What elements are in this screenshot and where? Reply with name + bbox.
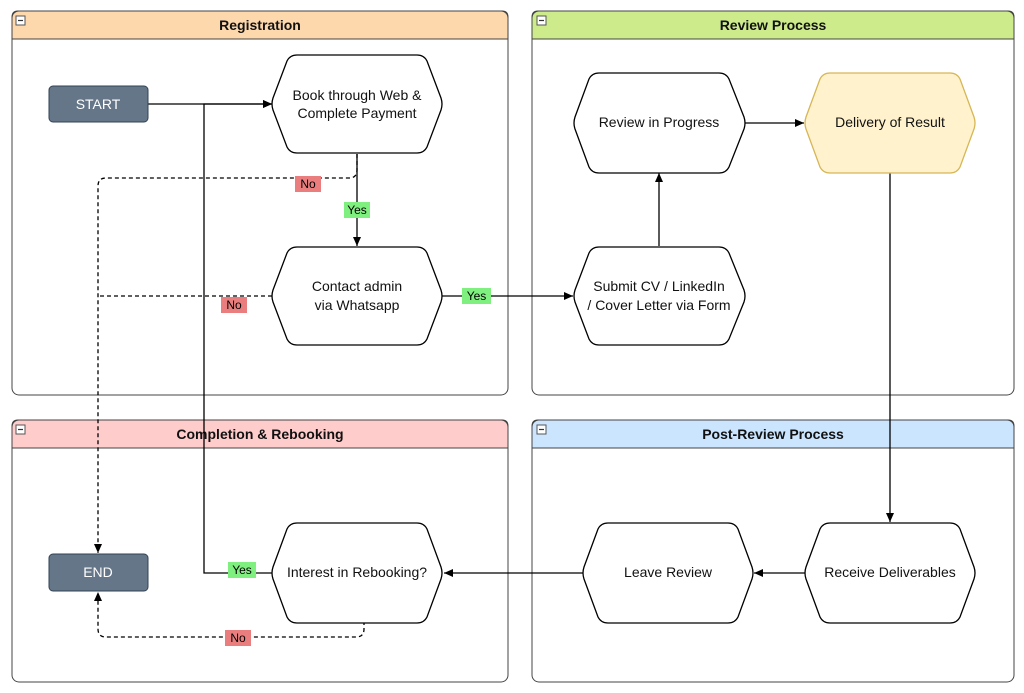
lane-completion-rebooking: Completion & Rebooking <box>11 419 509 683</box>
lane-post-review: Post-Review Process <box>531 419 1015 683</box>
lane-frame-post-review <box>531 419 1015 683</box>
lane-frame-review <box>531 10 1015 396</box>
delivery-label: Delivery of Result <box>835 114 945 130</box>
edge-label-contact-yes: Yes <box>462 288 491 304</box>
lane-frame-registration <box>11 10 509 396</box>
submit-label-line2: / Cover Letter via Form <box>587 297 730 313</box>
edge-label-book-no-text: No <box>300 177 316 191</box>
book-through-web-node[interactable]: Book through Web & Complete Payment <box>271 54 443 154</box>
start-label: START <box>76 96 121 112</box>
contact-admin-node[interactable]: Contact admin via Whatsapp <box>271 246 443 346</box>
collapse-icon[interactable] <box>536 15 547 26</box>
edge-label-book-no: No <box>295 176 321 192</box>
edge-label-rebook-yes-text: Yes <box>232 563 252 577</box>
edge-label-contact-yes-text: Yes <box>467 289 487 303</box>
edge-label-contact-no: No <box>221 297 247 313</box>
review-in-progress-node[interactable]: Review in Progress <box>573 72 746 174</box>
lane-frame-completion <box>11 419 509 683</box>
lane-title-review: Review Process <box>720 17 827 33</box>
delivery-of-result-node[interactable]: Delivery of Result <box>804 72 976 174</box>
edge-label-book-yes-text: Yes <box>347 203 367 217</box>
receive-label: Receive Deliverables <box>824 564 956 580</box>
edge-label-contact-no-text: No <box>226 298 242 312</box>
book-label-line2: Complete Payment <box>297 105 416 121</box>
leave-review-node[interactable]: Leave Review <box>582 522 754 624</box>
edge-rebook-yes-to-book <box>203 100 272 574</box>
contact-label-line1: Contact admin <box>312 278 402 294</box>
submit-label-line1: Submit CV / LinkedIn <box>593 278 725 294</box>
interest-in-rebooking-node[interactable]: Interest in Rebooking? <box>271 522 443 624</box>
edge-label-rebook-yes: Yes <box>228 562 256 578</box>
edge-label-rebook-no: No <box>225 630 251 646</box>
collapse-icon[interactable] <box>15 15 26 26</box>
rebooking-label: Interest in Rebooking? <box>287 564 427 580</box>
lane-registration: Registration <box>11 10 509 396</box>
start-node[interactable]: START <box>48 85 149 123</box>
lane-title-completion: Completion & Rebooking <box>176 426 343 442</box>
leave-review-label: Leave Review <box>624 564 713 580</box>
lane-review-process: Review Process <box>531 10 1015 396</box>
edge-rebook-no-to-end <box>94 592 365 638</box>
end-label: END <box>83 564 113 580</box>
receive-deliverables-node[interactable]: Receive Deliverables <box>804 522 976 624</box>
edge-book-no-to-end <box>94 154 358 553</box>
lane-title-registration: Registration <box>219 17 301 33</box>
lane-title-post-review: Post-Review Process <box>702 426 844 442</box>
collapse-icon[interactable] <box>15 424 26 435</box>
edge-label-book-yes: Yes <box>344 202 370 218</box>
end-node[interactable]: END <box>48 553 149 592</box>
submit-cv-node[interactable]: Submit CV / LinkedIn / Cover Letter via … <box>573 246 746 346</box>
edge-label-rebook-no-text: No <box>230 631 246 645</box>
review-progress-label: Review in Progress <box>599 114 720 130</box>
contact-label-line2: via Whatsapp <box>315 297 400 313</box>
book-label-line1: Book through Web & <box>293 87 423 103</box>
collapse-icon[interactable] <box>536 424 547 435</box>
